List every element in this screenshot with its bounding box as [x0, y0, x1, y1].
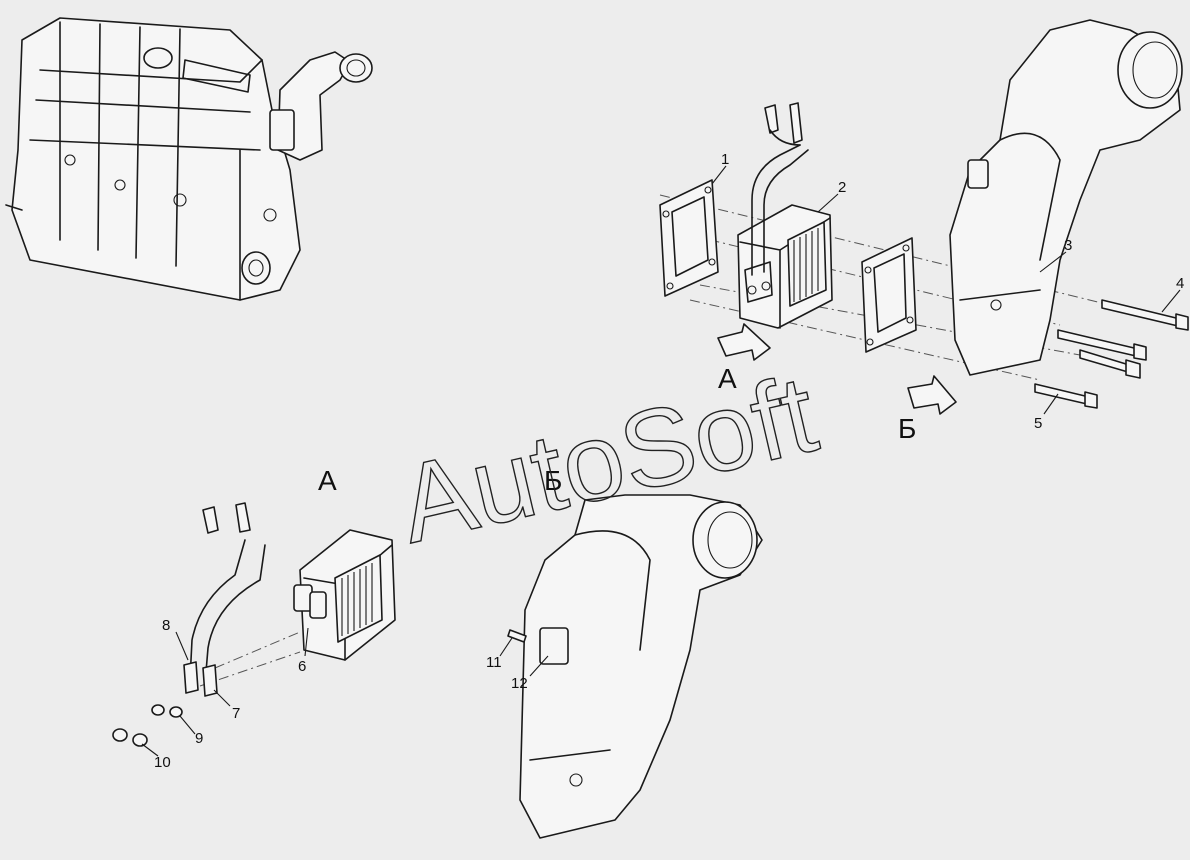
callout-8: 8	[162, 617, 170, 634]
gasket-1	[659, 179, 719, 297]
callout-3: 3	[1064, 237, 1072, 254]
engine-block	[5, 17, 301, 301]
leader-lines	[141, 165, 1181, 757]
view-a-heater-6	[293, 529, 396, 661]
callout-6: 6	[298, 658, 306, 675]
callout-11: 11	[486, 654, 502, 671]
bolts-4	[1057, 299, 1189, 379]
heater-2	[737, 102, 833, 329]
view-a-nuts-9-10	[112, 704, 183, 747]
view-a-cables-7-8	[183, 502, 266, 697]
view-b-stud-11	[507, 629, 527, 643]
view-title-a: А	[318, 465, 337, 496]
callout-9: 9	[195, 730, 203, 747]
callout-12: 12	[511, 675, 528, 692]
callout-7: 7	[232, 705, 240, 722]
intake-manifold-3	[949, 19, 1183, 376]
view-letter-arrow-a: А	[718, 363, 737, 394]
callout-5: 5	[1034, 415, 1042, 432]
gasket-2	[861, 237, 917, 353]
callout-10: 10	[154, 754, 171, 771]
callout-1: 1	[721, 151, 729, 168]
callout-2: 2	[838, 179, 846, 196]
view-letter-arrow-b: Б	[898, 413, 916, 444]
bolt-5	[1034, 383, 1098, 409]
view-arrow-a	[717, 323, 771, 361]
view-title-b: Б	[544, 465, 562, 496]
engine-intake-detail	[269, 51, 373, 161]
view-b-manifold	[519, 494, 763, 839]
callout-4: 4	[1176, 275, 1184, 292]
view-arrow-b	[907, 375, 957, 415]
